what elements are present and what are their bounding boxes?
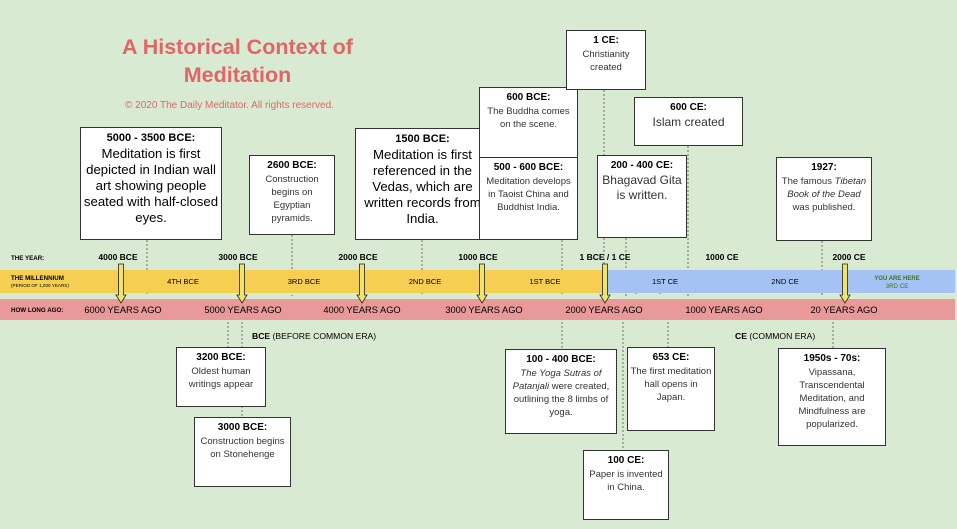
book-title: The Yoga Sutras of Patanjali [512,368,602,392]
era-full-ce: (COMMON ERA) [749,331,816,341]
event-text: Construction begins on Stonehenge [200,436,285,460]
event-date: 1 CE: [593,35,619,46]
row-label-year: THE YEAR: [11,255,45,262]
millennium-band [0,270,955,293]
event-text: Meditation is first referenced in the Ve… [364,147,481,226]
years-ago-label: 6000 YEARS AGO [84,305,162,315]
event-card-taoist-buddhist: 500 - 600 BCE: Meditation develops in Ta… [479,157,578,240]
years-ago-label: 2000 YEARS AGO [565,305,643,315]
event-date: 653 CE: [652,352,690,363]
millennium-label: 3RD BCE [287,277,321,286]
event-card-egyptian-pyramids: 2600 BCE: Construction begins on Egyptia… [249,155,335,235]
book-title: Tibetan Book of the Dead [787,176,867,200]
years-ago-label: 5000 YEARS AGO [204,305,282,315]
event-text: The Yoga Sutras of Patanjali were create… [508,367,614,419]
event-card-christianity: 1 CE: Christianity created [566,30,646,90]
event-text: Bhagavad Gita is written. [602,173,682,202]
event-text: Meditation is first depicted in Indian w… [83,146,219,225]
era-abbr-bce: BCE [252,331,271,341]
event-date: 3200 BCE: [196,352,246,363]
year-label: 2000 BCE [338,252,378,262]
event-text: The first meditation hall opens in Japan… [630,366,712,403]
year-label: 1 BCE / 1 CE [579,252,631,262]
era-label-bce: BCE (BEFORE COMMON ERA) [252,331,376,341]
event-text-part: The famous [781,176,832,187]
millennium-label: 2ND CE [771,277,799,286]
event-card-meditation-hall: 653 CE: The first meditation hall opens … [627,347,715,431]
event-date: 3000 BCE: [217,422,268,433]
row-label-years-ago: HOW LONG AGO: [11,307,64,314]
year-label: 3000 BCE [218,252,258,262]
event-card-paper: 100 CE: Paper is invented in China. [583,450,669,520]
years-ago-label: 3000 YEARS AGO [445,305,523,315]
event-date: 200 - 400 CE: [610,160,674,171]
event-date: 5000 - 3500 BCE: [106,132,196,144]
years-ago-label: 1000 YEARS AGO [685,305,763,315]
event-card-tibetan-book: 1927: The famous Tibetan Book of the Dea… [776,157,872,241]
millennium-label: 1ST BCE [529,277,561,286]
event-card-human-writing: 3200 BCE: Oldest human writings appear [176,347,266,407]
page-title: A Historical Context of Meditation [122,35,353,87]
event-date: 2600 BCE: [267,160,317,171]
year-label: 4000 BCE [98,252,138,262]
event-date: 600 CE: [670,102,707,113]
era-full-bce: (BEFORE COMMON ERA) [272,331,377,341]
event-card-modern-meditation: 1950s - 70s: Vipassana, Transcendental M… [778,348,886,446]
years-ago-label: 4000 YEARS AGO [323,305,401,315]
current-millennium-label: 3RD CE [885,283,909,290]
event-card-yoga-sutras: 100 - 400 BCE: The Yoga Sutras of Patanj… [505,349,617,434]
year-label: 1000 BCE [458,252,498,262]
event-text: Christianity created [582,49,630,73]
event-date: 500 - 600 BCE: [493,162,564,173]
years-ago-band [0,299,955,320]
event-text: Construction begins on Egyptian pyramids… [265,174,319,224]
millennium-label: 1ST CE [651,277,679,286]
event-text: Islam created [652,115,725,129]
event-card-stonehenge: 3000 BCE: Construction begins on Stonehe… [194,417,291,487]
event-date: 100 CE: [607,455,645,466]
row-label-millennium: THE MILLENNIUM [11,275,64,282]
event-text: The famous Tibetan Book of the Dead was … [779,175,869,214]
event-date: 1927: [811,162,837,173]
event-card-buddha: 600 BCE: The Buddha comes on the scene. [479,87,578,158]
copyright-notice: © 2020 The Daily Meditator. All rights r… [125,100,334,111]
event-text-part: were created, outlining the 8 limbs of y… [513,381,610,418]
millennium-label: 2ND BCE [408,277,442,286]
row-label-millennium-note: (PERIOD OF 1,000 YEARS) [11,283,69,288]
event-card-bhagavad-gita: 200 - 400 CE: Bhagavad Gita is written. [597,155,687,238]
event-date: 600 BCE: [506,92,551,103]
event-card-islam: 600 CE: Islam created [634,97,743,146]
event-text: The Buddha comes on the scene. [487,106,570,130]
event-date: 100 - 400 BCE: [526,354,596,365]
you-are-here-label: YOU ARE HERE [874,276,920,282]
years-ago-label: 20 YEARS AGO [810,305,878,315]
year-label: 1000 CE [705,252,739,262]
era-abbr-ce: CE [735,331,747,341]
era-label-ce: CE (COMMON ERA) [735,331,815,341]
event-text: Meditation develops in Taoist China and … [486,176,571,213]
event-card-indian-wall-art: 5000 - 3500 BCE: Meditation is first dep… [80,127,222,240]
event-text: Paper is invented in China. [589,469,663,493]
event-card-vedas: 1500 BCE: Meditation is first referenced… [355,128,490,240]
event-text-part: was published. [792,202,856,213]
year-label: 2000 CE [832,252,866,262]
millennium-label: 4TH BCE [167,277,199,286]
event-text: Oldest human writings appear [188,366,254,390]
event-date: 1950s - 70s: [803,353,861,364]
event-text: Vipassana, Transcendental Meditation, an… [798,367,866,430]
event-date: 1500 BCE: [395,133,450,145]
